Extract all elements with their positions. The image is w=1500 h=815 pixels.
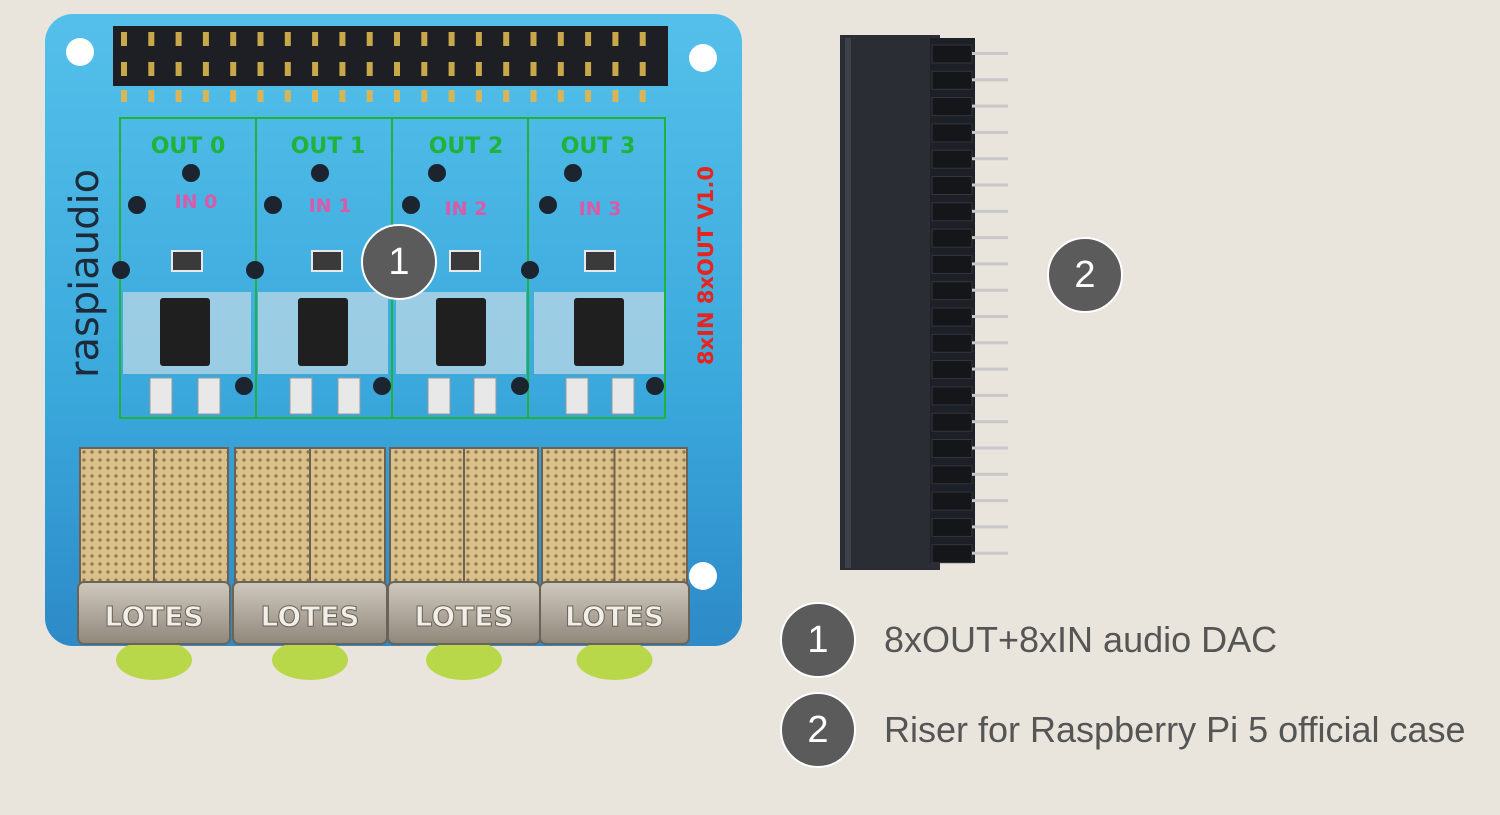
legend-text: Riser for Raspberry Pi 5 official case: [884, 709, 1466, 750]
legend-marker: 1: [780, 602, 856, 678]
in-1-label: IN 1: [309, 195, 352, 217]
in-2-label: IN 2: [445, 198, 488, 220]
legend-text: 8xOUT+8xIN audio DAC: [884, 619, 1278, 660]
jack-brand-label: LOTES: [565, 600, 664, 633]
mounting-hole: [689, 44, 717, 72]
mounting-hole: [66, 38, 94, 66]
gpio-header: [113, 26, 668, 102]
riser-marker: 2: [1047, 237, 1123, 313]
mounting-hole: [689, 562, 717, 590]
jack-brand-label: LOTES: [104, 600, 203, 633]
in-0-label: IN 0: [175, 191, 218, 213]
board-marker: 1: [361, 224, 437, 300]
dac-chips: [123, 292, 664, 374]
jack-brand-label: LOTES: [260, 600, 359, 633]
dac-board: OUT 0 OUT 1 OUT 2 OUT 3 IN 0 IN 1 IN 2 I…: [45, 14, 742, 680]
riser-socket: [840, 35, 940, 570]
brand-label: raspiaudio: [62, 169, 108, 378]
jack-pair: LOTES: [539, 447, 690, 680]
jack-brand-label: LOTES: [414, 600, 513, 633]
jack-pair: LOTES: [387, 447, 541, 680]
riser-header: [840, 35, 1008, 570]
small-components: [171, 250, 616, 272]
jack-pair: LOTES: [77, 447, 231, 680]
out-2-label: OUT 2: [429, 134, 504, 159]
model-label: 8xIN 8xOUT V1.0: [694, 166, 718, 365]
out-1-label: OUT 1: [291, 134, 366, 159]
out-0-label: OUT 0: [151, 134, 226, 159]
audio-jacks: LOTES LOTES LOTES LOTES: [77, 447, 690, 680]
in-3-label: IN 3: [579, 198, 622, 220]
legend-item-riser: 2 Riser for Raspberry Pi 5 official case: [780, 692, 1466, 768]
capacitors: [149, 377, 635, 415]
jack-pair: LOTES: [232, 447, 388, 680]
legend-marker: 2: [780, 692, 856, 768]
legend-item-dac: 1 8xOUT+8xIN audio DAC: [780, 602, 1277, 678]
out-3-label: OUT 3: [561, 134, 636, 159]
